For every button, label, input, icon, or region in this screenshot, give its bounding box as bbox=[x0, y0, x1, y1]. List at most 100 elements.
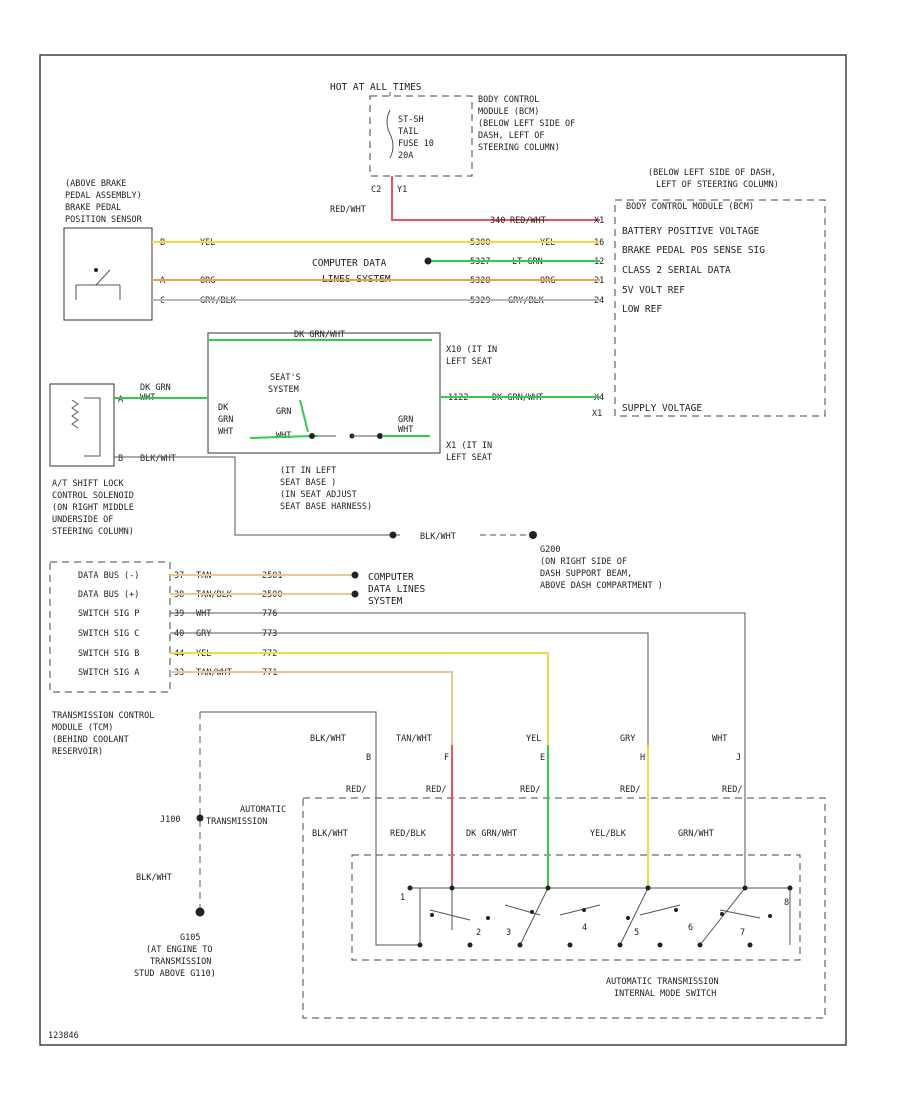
switch-pin-5: 5 bbox=[634, 928, 639, 938]
tcm-label-line-4: RESERVOIR) bbox=[52, 747, 103, 757]
tcm-label-line-1: TRANSMISSION CONTROL bbox=[52, 711, 154, 721]
tcm-label-5: SWITCH SIG A bbox=[78, 668, 139, 678]
bcm-fuse-location-1: BODY CONTROL bbox=[478, 95, 539, 105]
bcm-label-3: 5V VOLT REF bbox=[622, 285, 685, 296]
seat-box bbox=[207, 332, 441, 454]
diagram-frame bbox=[39, 54, 847, 1046]
switch-pin-2: 2 bbox=[476, 928, 481, 938]
tcm: DATA BUS (-) 37 TAN 2501 DATA BUS (+) 38… bbox=[49, 561, 746, 757]
tcm-label-2: SWITCH SIG P bbox=[78, 609, 139, 619]
trans-col3-top: GRY bbox=[620, 734, 635, 744]
seat-connector-section: DK GRN/WHT SEAT'S SYSTEM DK GRN WHT GRN … bbox=[207, 330, 600, 512]
coil-icon bbox=[71, 399, 79, 429]
trans-col2-top: YEL bbox=[526, 734, 541, 744]
tcm-label-line-2: MODULE (TCM) bbox=[52, 723, 113, 733]
solenoid-pin-a: A bbox=[118, 395, 123, 405]
wire-red-battery bbox=[391, 176, 600, 221]
trans-col4-top: WHT bbox=[712, 734, 727, 744]
wire-gry-switch-c bbox=[170, 632, 649, 745]
tcm-pin-3: 40 bbox=[174, 629, 184, 639]
trans-col4-pin: J bbox=[736, 753, 741, 763]
seat-bottom-conn-2: LEFT SEAT bbox=[446, 453, 492, 463]
data-arrow-icon-2 bbox=[351, 590, 359, 598]
diagram-id: 123846 bbox=[48, 1031, 79, 1041]
seat-base-2: SEAT BASE ) bbox=[280, 478, 336, 488]
hot-at-all-times-label: HOT AT ALL TIMES bbox=[330, 82, 422, 93]
bcm-label-2: CLASS 2 SERIAL DATA bbox=[622, 265, 731, 276]
fuse-block-outline bbox=[369, 95, 473, 177]
seat-base-1: (IT IN LEFT bbox=[280, 466, 336, 476]
solenoid-label-4: UNDERSIDE OF bbox=[52, 515, 113, 525]
brake-sensor-line-1: (ABOVE BRAKE bbox=[65, 179, 126, 189]
seat-base-3: (IN SEAT ADJUST bbox=[280, 490, 357, 500]
bcm-fuse-location-4: DASH, LEFT OF bbox=[478, 131, 545, 141]
trans-col0-pin: B bbox=[366, 753, 371, 763]
tcm-color-2: WHT bbox=[196, 609, 211, 619]
fuse-line-3: FUSE 10 bbox=[398, 139, 434, 149]
g105-ground-icon bbox=[195, 907, 205, 917]
j100-splice bbox=[196, 814, 204, 822]
fuse-block: HOT AT ALL TIMES ST-SH TAIL FUSE 10 20A … bbox=[330, 82, 600, 221]
bcm-title: BODY CONTROL MODULE (BCM) bbox=[626, 202, 754, 212]
bcm-label-0: BATTERY POSITIVE VOLTAGE bbox=[622, 226, 760, 237]
tcm-label-1: DATA BUS (+) bbox=[78, 590, 139, 600]
g200-ground-icon bbox=[529, 531, 537, 539]
bcm-supply-conn: X1 bbox=[592, 409, 602, 419]
brake-sensor-line-3: BRAKE PEDAL bbox=[65, 203, 121, 213]
shift-lock-solenoid: A DK GRN WHT B BLK/WHT A/T SHIFT LOCK CO… bbox=[49, 383, 390, 537]
ground-g105: J100 BLK/WHT G105 (AT ENGINE TO TRANSMIS… bbox=[134, 711, 377, 979]
solenoid-box bbox=[49, 383, 115, 467]
trans-col3-pin: H bbox=[640, 753, 645, 763]
brake-computer-data-1: COMPUTER DATA bbox=[312, 258, 387, 269]
seat-right-color-2: WHT bbox=[398, 425, 413, 435]
seat-top-conn-2: LEFT SEAT bbox=[446, 357, 492, 367]
trans-col4-bottom: GRN/WHT bbox=[678, 829, 714, 839]
bcm-fuse-location-3: (BELOW LEFT SIDE OF bbox=[478, 119, 575, 129]
trans-name-2: TRANSMISSION bbox=[206, 817, 267, 827]
g200-label-4: ABOVE DASH COMPARTMENT ) bbox=[540, 581, 663, 591]
trans-outline bbox=[302, 797, 826, 1019]
fuse-icon bbox=[386, 109, 394, 159]
g105-label-4: STUD ABOVE G110) bbox=[134, 969, 216, 979]
wire-blk-solenoid-ground bbox=[114, 456, 390, 536]
solenoid-pin-b: B bbox=[118, 454, 123, 464]
trans-col2-pin: E bbox=[540, 753, 545, 763]
g105-label-2: (AT ENGINE TO bbox=[146, 945, 213, 955]
trans-name-1: AUTOMATIC bbox=[240, 805, 286, 815]
tcm-color-3: GRY bbox=[196, 629, 211, 639]
bcm-label-1: BRAKE PEDAL POS SENSE SIG bbox=[622, 245, 765, 256]
seats-system-2: SYSTEM bbox=[268, 385, 299, 395]
data-arrow-icon-1 bbox=[351, 571, 359, 579]
tcm-label-4: SWITCH SIG B bbox=[78, 649, 139, 659]
fuse-line-2: TAIL bbox=[398, 127, 418, 137]
tcm-ckt-2: 776 bbox=[262, 609, 277, 619]
switch-pin-3: 3 bbox=[506, 928, 511, 938]
potentiometer-icon bbox=[75, 269, 121, 300]
brake-sensor-line-2: PEDAL ASSEMBLY) bbox=[65, 191, 142, 201]
seat-top-conn-1: X10 (IT IN bbox=[446, 345, 497, 355]
internal-mode-switch: 1 2 3 4 5 6 7 8 bbox=[400, 885, 793, 948]
seat-mid-color-1: GRN bbox=[276, 407, 291, 417]
tcm-computer-data-2: DATA LINES bbox=[368, 584, 425, 595]
fuse-pin-right: Y1 bbox=[397, 185, 407, 195]
bcm-pin-0: X1 bbox=[594, 216, 604, 226]
trans-col3-bottom: YEL/BLK bbox=[590, 829, 627, 839]
g200-wire: BLK/WHT bbox=[420, 532, 456, 542]
solenoid-label-5: STEERING COLUMN) bbox=[52, 527, 134, 537]
trans-col3-mid: RED/ bbox=[620, 785, 640, 795]
seat-bottom-conn-1: X1 (IT IN bbox=[446, 441, 492, 451]
g200-label-3: DASH SUPPORT BEAM, bbox=[540, 569, 632, 579]
solenoid-label-3: (ON RIGHT MIDDLE bbox=[52, 503, 134, 513]
switch-pin-4: 4 bbox=[582, 923, 587, 933]
tcm-computer-data-1: COMPUTER bbox=[368, 572, 414, 583]
wire-tan-switch-a bbox=[170, 671, 453, 745]
seat-top-wire: DK GRN/WHT bbox=[294, 330, 345, 340]
g200-label-1: G200 bbox=[540, 545, 560, 555]
mode-switch-label-2: INTERNAL MODE SWITCH bbox=[614, 989, 716, 999]
fuse-pin-left: C2 bbox=[371, 185, 381, 195]
seat-left-color-3: WHT bbox=[218, 427, 233, 437]
seats-system-1: SEAT'S bbox=[270, 373, 301, 383]
g105-wire: BLK/WHT bbox=[136, 873, 172, 883]
g105-label-3: TRANSMISSION bbox=[150, 957, 211, 967]
trans-col0-wire bbox=[375, 745, 420, 946]
